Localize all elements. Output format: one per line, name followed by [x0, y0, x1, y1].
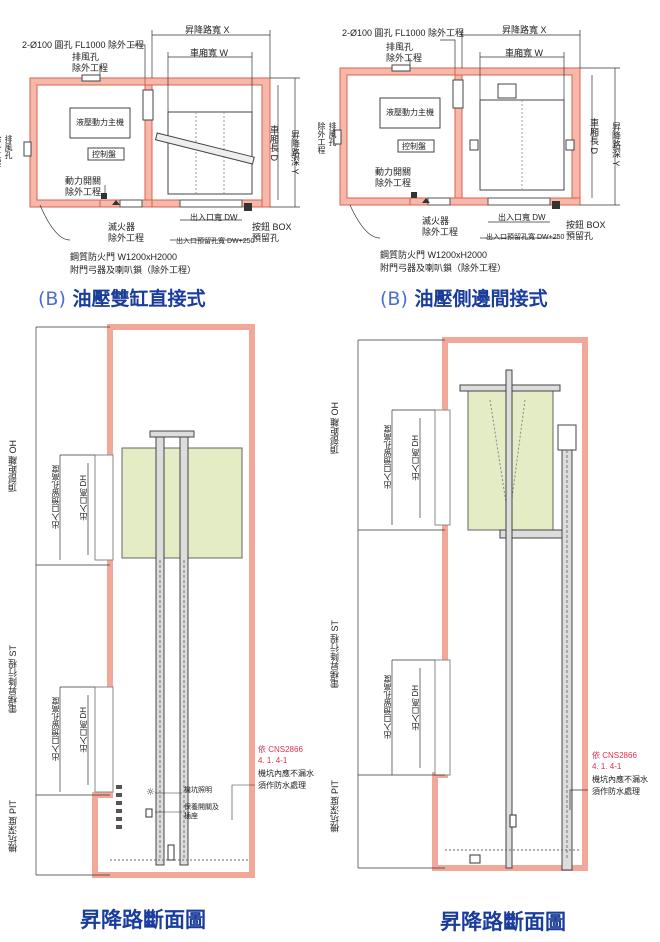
oh-label: 頂部距離 OH	[330, 402, 340, 455]
dh-reserve-label: 出入口預留孔高度	[383, 425, 392, 489]
note-line-3: 機坑內應不漏水	[592, 775, 648, 784]
st-label: 電梯昇降行程 ST	[330, 620, 340, 689]
section-right-title: 昇降路斷面圖	[440, 910, 566, 934]
button-box-label: 按鈕 BOX 預留孔	[566, 220, 606, 241]
fire-door-label: 鋼質防火門 W1200xH2000	[380, 250, 488, 260]
dh-reserve2-label: 出入口預留孔高度	[383, 675, 392, 739]
panel-label: 控制盤	[402, 142, 426, 151]
extinguisher-label: 滅火器 除外工程	[108, 222, 145, 243]
dh2-label: 出入口高 DH	[411, 685, 420, 731]
dh-label: 出入口高 DH	[411, 435, 420, 481]
control-panel	[87, 147, 125, 161]
note-line-3: 機坑內應不漏水	[258, 769, 314, 778]
pit-label: 機坑深度 PIT	[8, 800, 18, 853]
dh2-label: 出入口高 DH	[79, 707, 88, 753]
door-width-label: 出入口寬 DW	[190, 213, 238, 222]
plan-right-title: (B) 油壓側邊間接式	[380, 288, 548, 310]
dh-reserve2-label: 出入口預留孔高度	[51, 697, 60, 761]
door-width-label: 出入口寬 DW	[498, 213, 546, 222]
button-box-label: 按鈕 BOX 預留孔	[252, 222, 292, 243]
pipe-label: 2-Ø100 圓孔 FL1000 除外工程	[342, 28, 465, 38]
plan-left-labels: 2-Ø100 圓孔 FL1000 除外工程 昇降路寬 X 車廂寬 W 排風孔 除…	[0, 0, 330, 280]
section-left-diagram: ☼	[35, 324, 255, 878]
note-line-1: 依 CNS2866	[592, 751, 637, 760]
door-reserve-label: 出入口預留孔寬 DW+250	[486, 234, 565, 241]
section-right-labels: 頂部距離 OH 出入口預留孔高度 出入口高 DH 電梯昇降行程 ST 出入口預留…	[330, 330, 660, 890]
vent-side-label: 排風孔 除外工程	[0, 135, 13, 167]
note-line-4: 須作防水處理	[592, 787, 640, 796]
extinguisher-label: 滅火器 除外工程	[422, 216, 459, 237]
car-width-label: 車廂寬 W	[190, 48, 228, 58]
dh-label: 出入口高 DH	[79, 475, 88, 521]
pipe-label: 2-Ø100 圓孔 FL1000 除外工程	[22, 40, 145, 50]
vent-label: 排風孔 除外工程	[386, 42, 423, 63]
pit-switch-label: 保養開關及插座	[184, 804, 219, 820]
shaft-depth-label: 昇降路深 Y	[290, 130, 300, 175]
car-depth-label: 車廂長 D	[589, 118, 599, 154]
section-left-title: 昇降路斷面圖	[80, 908, 206, 932]
shaft-width-label: 昇降路寬 X	[502, 25, 547, 35]
fire-door-label: 鋼質防火門 W1200xH2000	[70, 252, 178, 262]
unit-label: 液壓動力主機	[76, 118, 124, 127]
pit-light-label: 機坑照明	[184, 787, 212, 794]
plan-right-diagram	[333, 30, 620, 239]
note-line-4: 須作防水處理	[258, 781, 306, 790]
hydraulic-unit	[69, 107, 131, 139]
vent-side-label: 排風孔 除外工程	[317, 122, 337, 154]
plan-left-diagram	[23, 30, 300, 241]
pit-label: 機坑深度 PIT	[330, 780, 340, 833]
shaft-width-label: 昇降路寬 X	[185, 25, 230, 35]
dh-reserve-label: 出入口預留孔高度	[51, 465, 60, 529]
car-width-label: 車廂寬 W	[505, 48, 543, 58]
svg-text:☼: ☼	[146, 787, 155, 798]
shaft-depth-label: 昇降路深 Y	[611, 122, 621, 167]
section-right-diagram	[357, 337, 588, 871]
lock-label: 附門弓器及喇叭鎖（除外工程）	[70, 265, 197, 275]
note-line-1: 依 CNS2866	[258, 745, 303, 754]
oh-label: 頂部距離 OH	[8, 440, 18, 493]
note-line-2: 4. 1. 4-1	[258, 756, 288, 765]
control-panel	[397, 139, 435, 153]
car-depth-label: 車廂長 D	[269, 125, 279, 161]
panel-label: 控制盤	[92, 150, 116, 159]
section-left-labels: 頂部距離 OH 出入口預留孔高度 出入口高 DH 電梯昇降行程 ST 出入口預留…	[0, 315, 330, 895]
hydraulic-unit	[379, 97, 441, 129]
lock-label: 附門弓器及喇叭鎖（除外工程）	[380, 263, 507, 273]
plan-left-title: (B) 油壓雙缸直接式	[38, 288, 206, 310]
door-reserve-label: 出入口預留孔寬 DW+250	[176, 238, 255, 245]
unit-label: 液壓動力主機	[386, 108, 434, 117]
power-switch-label: 動力開關 除外工程	[65, 176, 102, 197]
power-switch-label: 動力開關 除外工程	[375, 167, 412, 188]
vent-label: 排風孔 除外工程	[72, 52, 109, 73]
plan-right-labels: 2-Ø100 圓孔 FL1000 除外工程 昇降路寬 X 車廂寬 W 排風孔 除…	[317, 0, 660, 280]
st-label: 電梯昇降行程 ST	[8, 645, 18, 714]
note-line-2: 4. 1. 4-1	[592, 762, 622, 771]
